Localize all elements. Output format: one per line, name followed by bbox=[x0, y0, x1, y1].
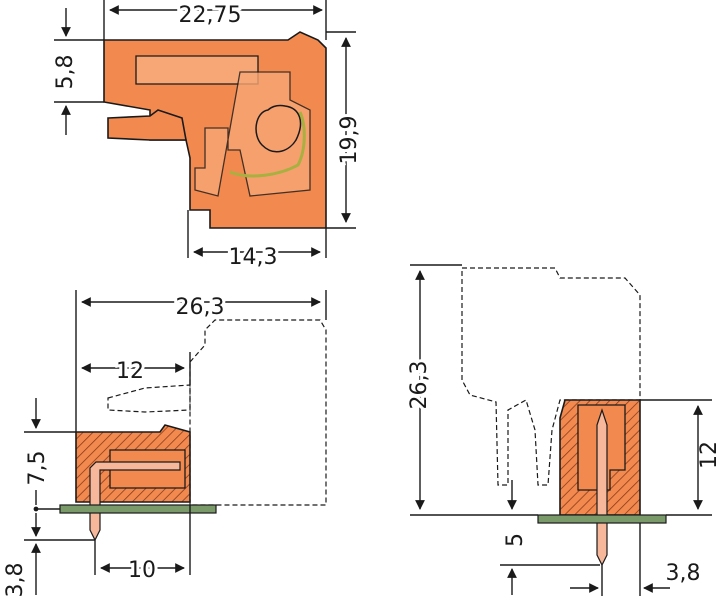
side-pin-length-label: 3,8 bbox=[666, 561, 701, 586]
front-view-dashed-outline bbox=[189, 319, 327, 506]
top-bottom-label: 14,3 bbox=[229, 245, 278, 270]
side-view-dashed-outline bbox=[461, 267, 641, 486]
front-view-pcb bbox=[59, 504, 217, 514]
front-pin-spacing-label: 10 bbox=[128, 558, 156, 583]
side-body-height-label: 12 bbox=[697, 441, 720, 469]
side-pin-offset-label: 5 bbox=[503, 533, 528, 547]
side-view-pin bbox=[596, 408, 608, 567]
top-view-latch bbox=[107, 109, 187, 141]
front-height-label: 7,5 bbox=[25, 451, 50, 486]
top-view-spring-wire bbox=[229, 111, 306, 178]
front-inner-width-label: 12 bbox=[116, 359, 144, 384]
front-view-pin bbox=[89, 461, 181, 542]
front-width-label: 26,3 bbox=[176, 295, 225, 320]
side-total-height-label: 26,3 bbox=[407, 361, 432, 410]
front-pin-length-label: 3,8 bbox=[3, 563, 28, 598]
top-view: 22,75 5,8 19,9 14,3 bbox=[53, 0, 365, 273]
top-offset-label: 5,8 bbox=[53, 55, 78, 90]
top-view-inner bbox=[194, 71, 311, 197]
top-width-label: 22,75 bbox=[179, 3, 242, 28]
side-view: 26,3 12 5 3,8 bbox=[404, 264, 720, 596]
top-view-spring bbox=[255, 104, 302, 153]
top-height-label: 19,9 bbox=[337, 116, 362, 165]
side-view-pcb bbox=[537, 514, 667, 524]
front-view: 26,3 12 7,5 10 3,8 bbox=[3, 290, 327, 598]
